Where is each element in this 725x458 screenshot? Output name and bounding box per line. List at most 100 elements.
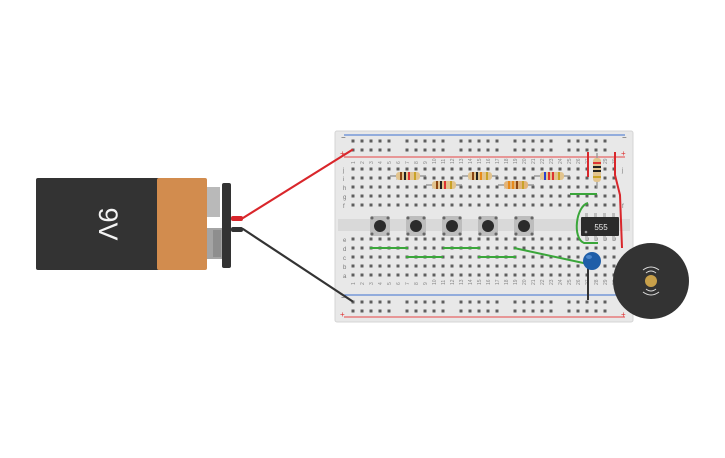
breadboard-hole[interactable]	[396, 273, 400, 277]
breadboard-hole[interactable]	[603, 167, 607, 171]
rail-hole[interactable]	[513, 148, 517, 152]
breadboard-hole[interactable]	[531, 264, 535, 268]
rail-hole[interactable]	[423, 300, 427, 304]
breadboard-hole[interactable]	[504, 203, 508, 207]
breadboard-hole[interactable]	[612, 203, 616, 207]
breadboard-hole[interactable]	[405, 167, 409, 171]
breadboard-hole[interactable]	[513, 203, 517, 207]
breadboard-hole[interactable]	[477, 185, 481, 189]
breadboard-hole[interactable]	[603, 203, 607, 207]
breadboard-hole[interactable]	[486, 264, 490, 268]
breadboard-hole[interactable]	[540, 264, 544, 268]
rail-hole[interactable]	[360, 148, 364, 152]
breadboard-hole[interactable]	[423, 185, 427, 189]
breadboard-hole[interactable]	[378, 237, 382, 241]
rail-hole[interactable]	[513, 309, 517, 313]
breadboard-hole[interactable]	[387, 255, 391, 259]
breadboard-hole[interactable]	[594, 273, 598, 277]
breadboard-hole[interactable]	[378, 203, 382, 207]
breadboard-hole[interactable]	[369, 203, 373, 207]
breadboard-hole[interactable]	[531, 246, 535, 250]
rail-hole[interactable]	[468, 148, 472, 152]
breadboard-hole[interactable]	[387, 264, 391, 268]
breadboard-hole[interactable]	[414, 185, 418, 189]
breadboard-hole[interactable]	[567, 264, 571, 268]
rail-hole[interactable]	[369, 139, 373, 143]
breadboard-hole[interactable]	[504, 176, 508, 180]
breadboard-hole[interactable]	[459, 194, 463, 198]
breadboard-hole[interactable]	[549, 237, 553, 241]
breadboard-hole[interactable]	[504, 237, 508, 241]
breadboard-hole[interactable]	[414, 273, 418, 277]
rail-hole[interactable]	[585, 309, 589, 313]
rail-hole[interactable]	[495, 139, 499, 143]
rail-hole[interactable]	[567, 139, 571, 143]
rail-hole[interactable]	[414, 309, 418, 313]
wire-red-vertical-2[interactable]	[614, 152, 623, 249]
breadboard-hole[interactable]	[576, 255, 580, 259]
pushbutton-icon[interactable]	[410, 220, 422, 232]
breadboard-hole[interactable]	[423, 167, 427, 171]
rail-hole[interactable]	[441, 139, 445, 143]
breadboard-hole[interactable]	[558, 273, 562, 277]
breadboard-hole[interactable]	[540, 273, 544, 277]
breadboard-hole[interactable]	[531, 237, 535, 241]
breadboard-hole[interactable]	[405, 273, 409, 277]
jumper-wires[interactable]	[370, 152, 623, 265]
rail-hole[interactable]	[576, 139, 580, 143]
breadboard-hole[interactable]	[531, 185, 535, 189]
breadboard-hole[interactable]	[495, 203, 499, 207]
breadboard-hole[interactable]	[585, 246, 589, 250]
breadboard-hole[interactable]	[522, 246, 526, 250]
resistor-5[interactable]	[534, 172, 570, 180]
rail-hole[interactable]	[477, 139, 481, 143]
breadboard-hole[interactable]	[423, 246, 427, 250]
breadboard-hole[interactable]	[585, 203, 589, 207]
breadboard-hole[interactable]	[495, 185, 499, 189]
rail-hole[interactable]	[486, 139, 490, 143]
breadboard-hole[interactable]	[450, 255, 454, 259]
breadboard-hole[interactable]	[531, 176, 535, 180]
rail-hole[interactable]	[531, 139, 535, 143]
breadboard-hole[interactable]	[405, 185, 409, 189]
breadboard-hole[interactable]	[549, 246, 553, 250]
rail-hole[interactable]	[495, 300, 499, 304]
resistor-1[interactable]	[390, 172, 426, 180]
breadboard-hole[interactable]	[522, 194, 526, 198]
breadboard-hole[interactable]	[423, 264, 427, 268]
rail-hole[interactable]	[351, 309, 355, 313]
breadboard-hole[interactable]	[441, 237, 445, 241]
breadboard-hole[interactable]	[459, 273, 463, 277]
rail-hole[interactable]	[549, 300, 553, 304]
breadboard-hole[interactable]	[540, 237, 544, 241]
rail-hole[interactable]	[585, 139, 589, 143]
rail-hole[interactable]	[486, 309, 490, 313]
breadboard-hole[interactable]	[369, 194, 373, 198]
rail-hole[interactable]	[531, 300, 535, 304]
breadboard-hole[interactable]	[549, 185, 553, 189]
breadboard-hole[interactable]	[594, 194, 598, 198]
breadboard-hole[interactable]	[441, 203, 445, 207]
breadboard-hole[interactable]	[351, 246, 355, 250]
rail-hole[interactable]	[567, 300, 571, 304]
breadboard-hole[interactable]	[549, 264, 553, 268]
breadboard-hole[interactable]	[495, 176, 499, 180]
breadboard-hole[interactable]	[441, 264, 445, 268]
rail-hole[interactable]	[459, 300, 463, 304]
breadboard-hole[interactable]	[576, 194, 580, 198]
breadboard-hole[interactable]	[603, 264, 607, 268]
breadboard-hole[interactable]	[387, 273, 391, 277]
breadboard-hole[interactable]	[396, 185, 400, 189]
breadboard-hole[interactable]	[378, 194, 382, 198]
rail-hole[interactable]	[432, 148, 436, 152]
rail-hole[interactable]	[522, 309, 526, 313]
rail-hole[interactable]	[522, 148, 526, 152]
rail-hole[interactable]	[369, 309, 373, 313]
breadboard-hole[interactable]	[513, 264, 517, 268]
breadboard-hole[interactable]	[369, 176, 373, 180]
ic-555[interactable]: 555	[581, 213, 619, 240]
pushbutton-icon[interactable]	[518, 220, 530, 232]
breadboard-hole[interactable]	[522, 237, 526, 241]
breadboard-hole[interactable]	[504, 264, 508, 268]
